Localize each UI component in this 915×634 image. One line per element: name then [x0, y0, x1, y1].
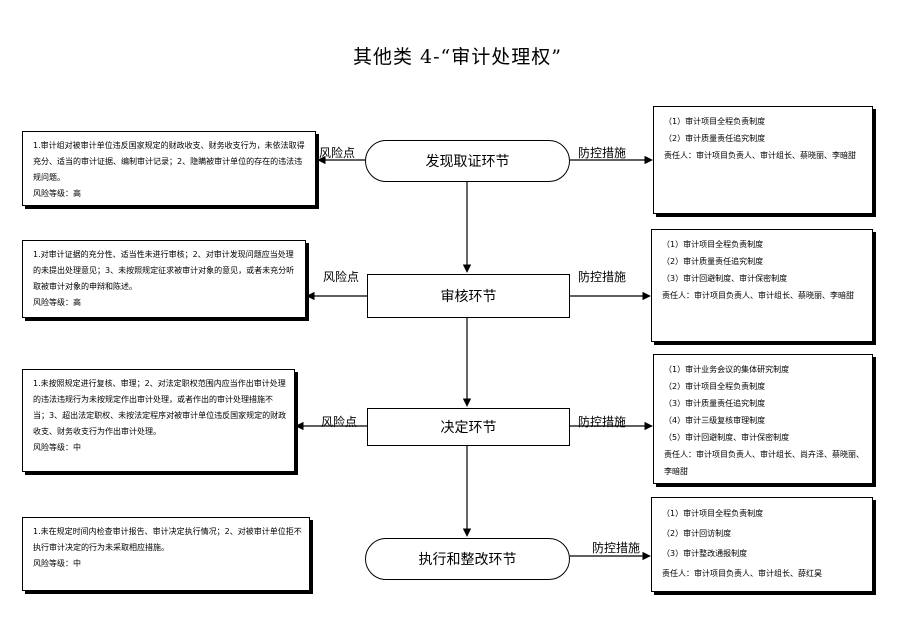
responsible-2: 责任人：审计项目负责人、审计组长、蔡晓丽、李暗甜	[662, 291, 854, 300]
stage-name-3: 决定环节	[440, 420, 497, 436]
control-item: （3）审计整改通报制度	[662, 549, 748, 558]
control-item: （1）审计业务会议的集体研究制度	[664, 365, 790, 374]
risk-label-3: 风险点	[321, 415, 358, 429]
control-box-1: （1）审计项目全程负责制度 （2）审计质量责任追究制度 责任人：审计项目负责人、…	[653, 106, 873, 214]
risk-box-2: 1.对审计证据的充分性、适当性未进行审核；2、对审计发现问题应当处理的未提出处理…	[22, 240, 306, 318]
control-item: （2）审计质量责任追究制度	[664, 134, 766, 143]
risk-level-4: 风险等级：中	[33, 559, 81, 568]
control-item: （2）审计项目全程负责制度	[664, 382, 766, 391]
control-item: （2）审计回访制度	[662, 529, 732, 538]
control-label-1: 防控措施	[578, 146, 627, 160]
responsible-3: 责任人：审计项目负责人、审计组长、尚卉泽、蔡晓丽、李暗甜	[664, 450, 864, 476]
control-label-3: 防控措施	[578, 415, 627, 429]
control-item: （1）审计项目全程负责制度	[662, 240, 764, 249]
control-item: （3）审计质量责任追究制度	[664, 399, 766, 408]
stage-name-2: 审核环节	[440, 289, 497, 305]
page-title: 其他类 4-“审计处理权”	[353, 46, 562, 68]
responsible-4: 责任人：审计项目负责人、审计组长、薛红昊	[662, 569, 822, 578]
control-label-2: 防控措施	[578, 270, 627, 284]
control-item: （2）审计质量责任追究制度	[662, 257, 764, 266]
stage-execution: 执行和整改环节	[365, 538, 570, 580]
risk-text-3: 1.未按照规定进行复核、审理；2、对法定职权范围内应当作出审计处理的违法违规行为…	[33, 379, 287, 436]
control-label-4: 防控措施	[592, 541, 641, 555]
risk-text-4: 1.未在规定时间内检查审计报告、审计决定执行情况；2、对被审计单位拒不执行审计决…	[33, 527, 302, 552]
control-item: （3）审计回避制度、审计保密制度	[662, 274, 788, 283]
risk-text-1: 1.审计组对被审计单位违反国家规定的财政收支、财务收支行为，未依法取得充分、适当…	[33, 141, 305, 182]
control-item: （1）审计项目全程负责制度	[664, 117, 766, 126]
stage-review: 审核环节	[367, 274, 570, 318]
control-item: （5）审计回避制度、审计保密制度	[664, 433, 790, 442]
responsible-1: 责任人：审计项目负责人、审计组长、蔡晓丽、李暗甜	[664, 151, 856, 160]
stage-name-4: 执行和整改环节	[418, 552, 517, 568]
risk-label-2: 风险点	[323, 270, 360, 284]
stage-discovery: 发现取证环节	[365, 140, 570, 182]
control-item: （4）审计三级复核审理制度	[664, 416, 766, 425]
risk-level-2: 风险等级：高	[33, 298, 81, 307]
risk-label-1: 风险点	[319, 146, 356, 160]
stage-decision: 决定环节	[367, 408, 570, 446]
risk-level-1: 风险等级：高	[33, 189, 81, 198]
stage-name-1: 发现取证环节	[425, 154, 510, 170]
control-box-4: （1）审计项目全程负责制度 （2）审计回访制度 （3）审计整改通报制度 责任人：…	[651, 497, 873, 592]
control-item: （1）审计项目全程负责制度	[662, 509, 764, 518]
control-box-3: （1）审计业务会议的集体研究制度 （2）审计项目全程负责制度 （3）审计质量责任…	[653, 354, 873, 484]
risk-text-2: 1.对审计证据的充分性、适当性未进行审核；2、对审计发现问题应当处理的未提出处理…	[33, 250, 295, 291]
risk-level-3: 风险等级：中	[33, 443, 81, 452]
risk-box-3: 1.未按照规定进行复核、审理；2、对法定职权范围内应当作出审计处理的违法违规行为…	[22, 369, 295, 472]
risk-box-4: 1.未在规定时间内检查审计报告、审计决定执行情况；2、对被审计单位拒不执行审计决…	[22, 517, 310, 591]
risk-box-1: 1.审计组对被审计单位违反国家规定的财政收支、财务收支行为，未依法取得充分、适当…	[22, 131, 316, 206]
control-box-2: （1）审计项目全程负责制度 （2）审计质量责任追究制度 （3）审计回避制度、审计…	[651, 229, 873, 342]
